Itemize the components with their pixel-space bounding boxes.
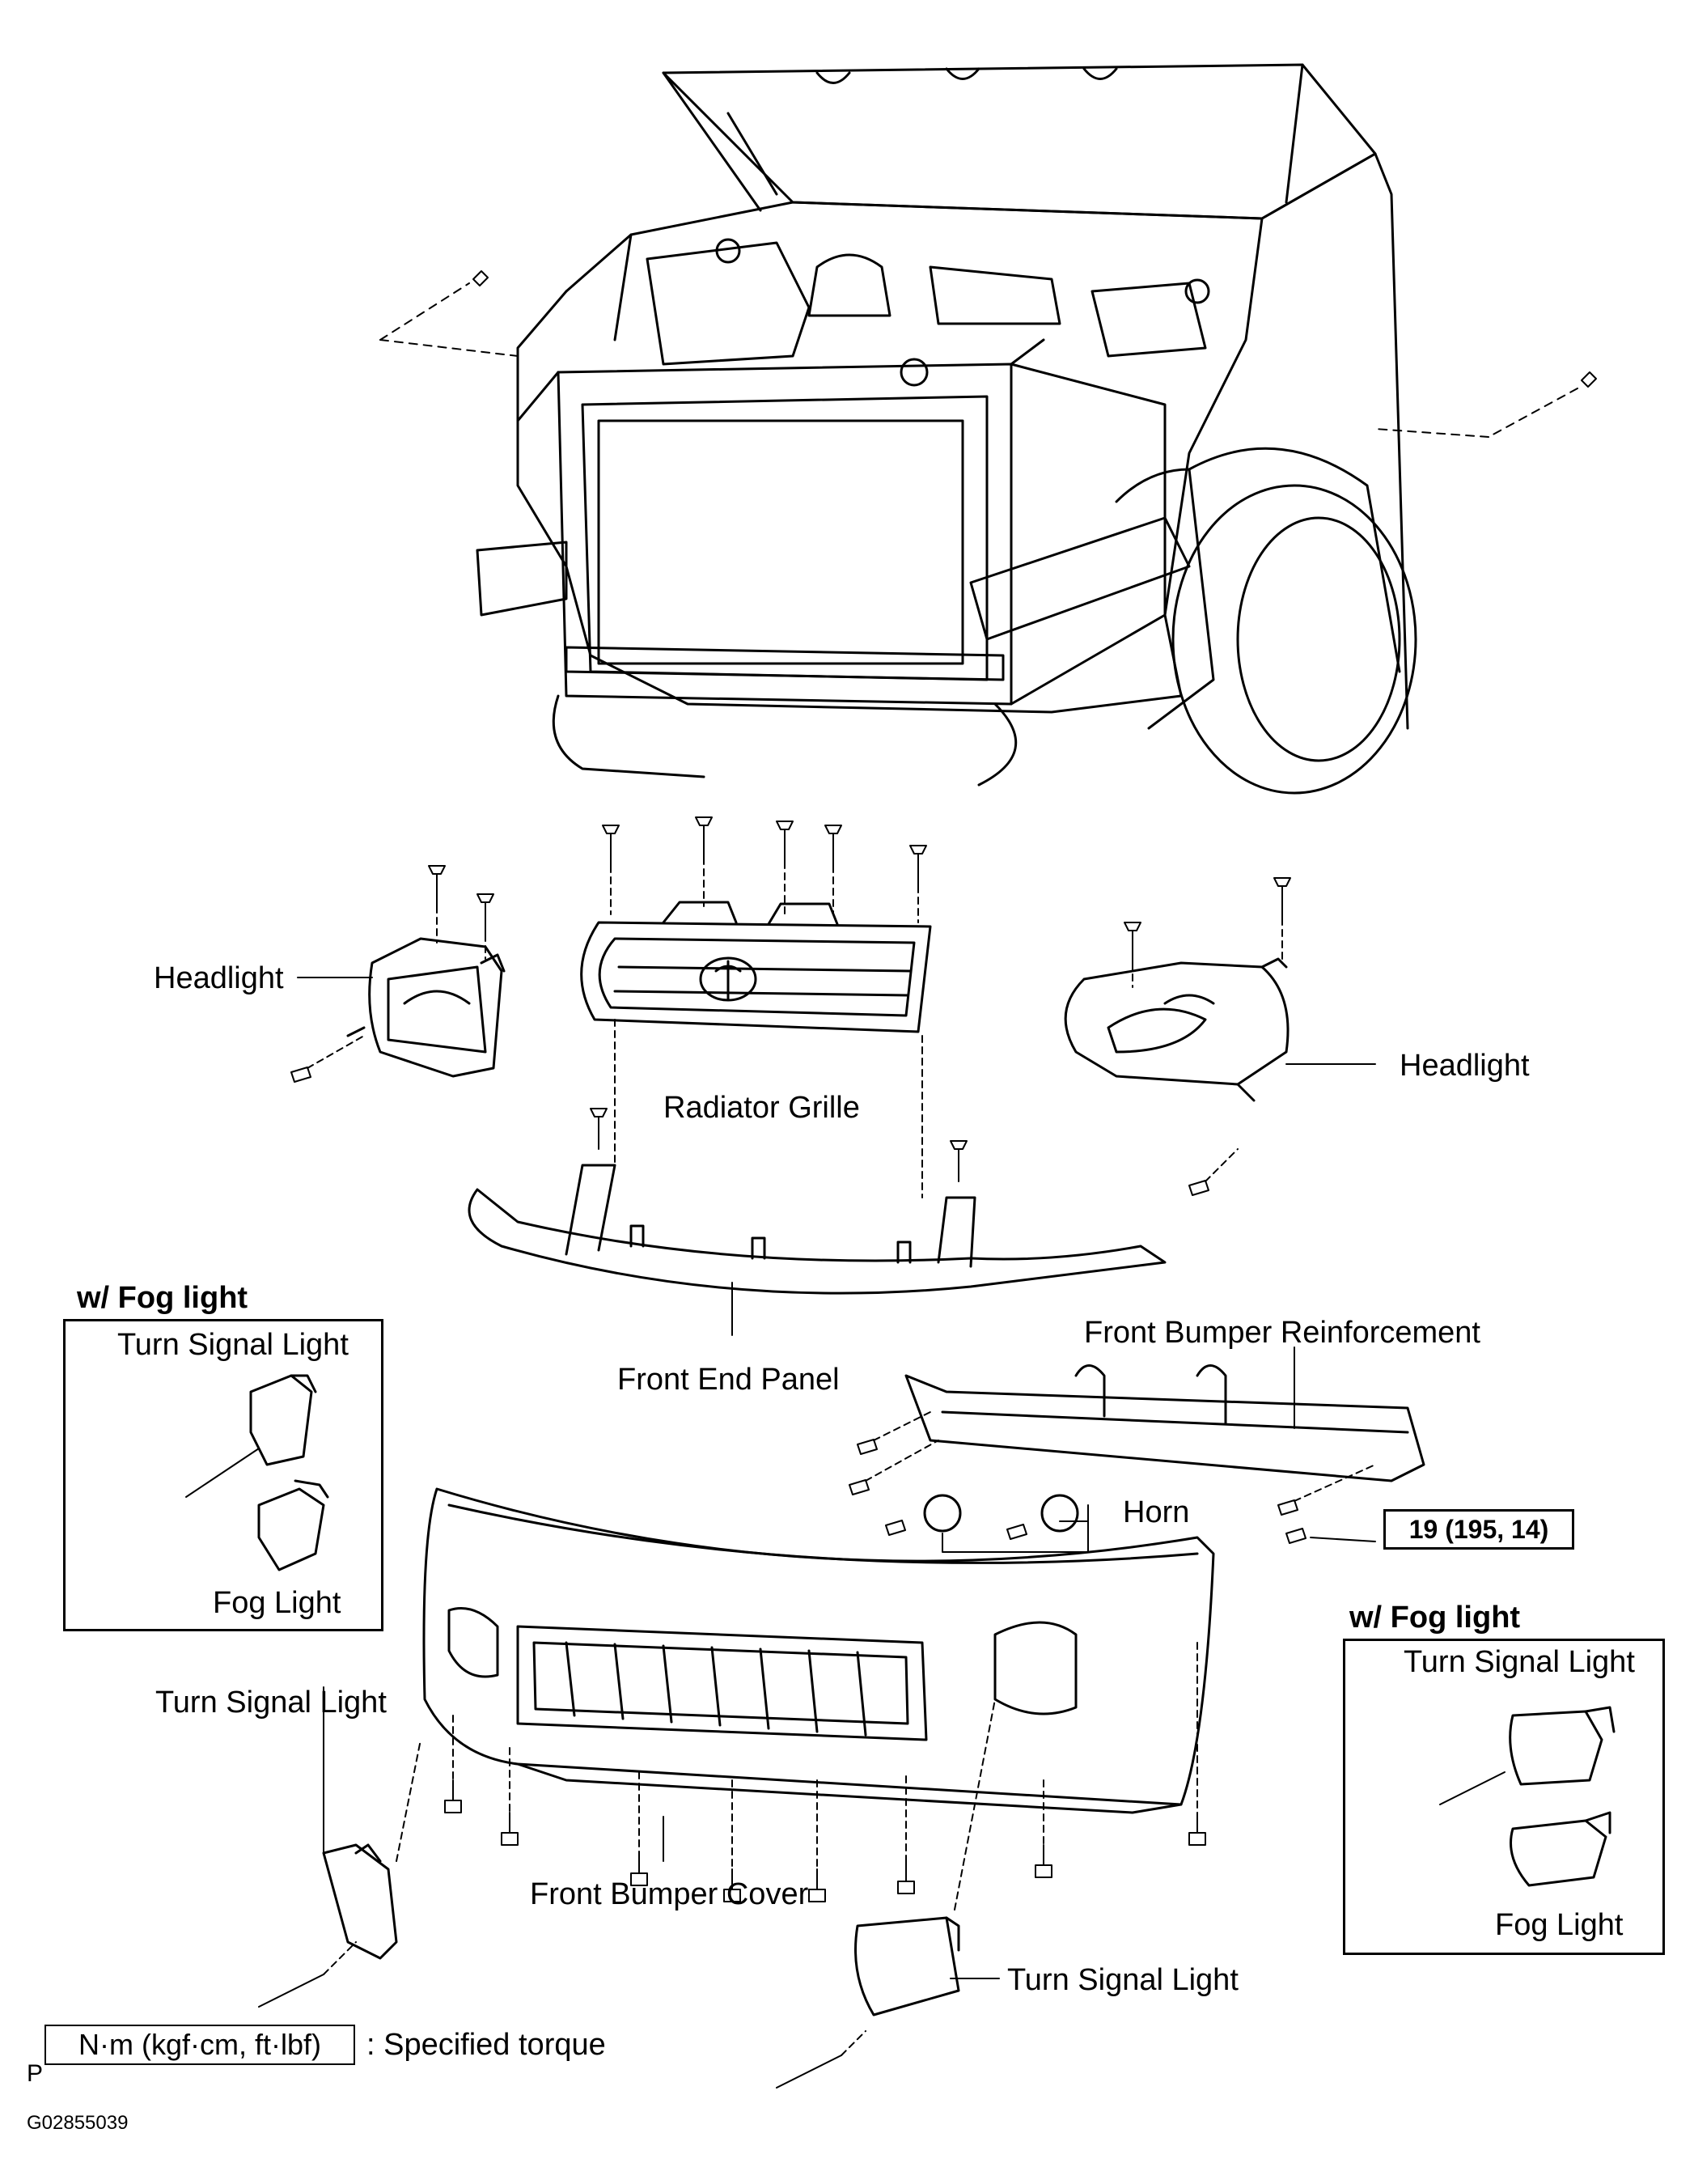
- torque-unit-box: N·m (kgf·cm, ft·lbf): [44, 2025, 355, 2065]
- vehicle-front-drawing: [379, 63, 1597, 795]
- headlight-right-label: Headlight: [1400, 1049, 1530, 1083]
- radiator-grille-label: Radiator Grille: [663, 1091, 860, 1125]
- fog-inset-left-title: w/ Fog light: [77, 1281, 248, 1315]
- turn-signal-left-drawing: [258, 1739, 421, 2008]
- leader-lines: [297, 977, 1376, 1979]
- torque-legend-description: : Specified torque: [366, 2028, 606, 2062]
- fog-inset-left-fog-light-label: Fog Light: [213, 1586, 341, 1620]
- fog-inset-left-box: [63, 1319, 383, 1631]
- fog-inset-right-box: [1343, 1639, 1665, 1955]
- fog-inset-right-title: w/ Fog light: [1349, 1601, 1521, 1635]
- page-mark: P: [27, 2060, 44, 2087]
- front-bumper-cover-label: Front Bumper Cover: [530, 1877, 809, 1911]
- fog-inset-right-drawing: [1439, 1706, 1616, 1887]
- headlight-left-label: Headlight: [154, 961, 284, 995]
- fog-inset-right-turn-signal-label: Turn Signal Light: [1404, 1645, 1635, 1679]
- radiator-grille-drawing: [580, 901, 932, 1033]
- front-bumper-reinforcement-label: Front Bumper Reinforcement: [1084, 1316, 1480, 1350]
- turn-signal-light-bottom-label: Turn Signal Light: [1007, 1963, 1239, 1997]
- left-headlight-drawing: [290, 865, 506, 1083]
- torque-spec-box: 19 (195, 14): [1383, 1509, 1574, 1550]
- front-bumper-cover-drawing: [422, 1487, 1215, 1814]
- bumper-reinforcement-drawing: [849, 1364, 1425, 1544]
- figure-id: G02855039: [27, 2112, 129, 2134]
- front-end-panel-drawing: [468, 1019, 1167, 1295]
- horn-label: Horn: [1123, 1495, 1190, 1529]
- bumper-cover-screws: [444, 1642, 1206, 1902]
- front-end-panel-label: Front End Panel: [617, 1363, 840, 1397]
- fog-inset-right-fog-light-label: Fog Light: [1495, 1908, 1624, 1942]
- turn-signal-light-left-label: Turn Signal Light: [155, 1686, 387, 1720]
- turn-signal-bottom-drawing: [776, 1698, 996, 2089]
- fog-inset-left-drawing: [185, 1374, 329, 1571]
- right-headlight-drawing: [1064, 877, 1291, 1196]
- fog-inset-left-turn-signal-label: Turn Signal Light: [117, 1328, 349, 1362]
- grille-screws: [602, 816, 927, 923]
